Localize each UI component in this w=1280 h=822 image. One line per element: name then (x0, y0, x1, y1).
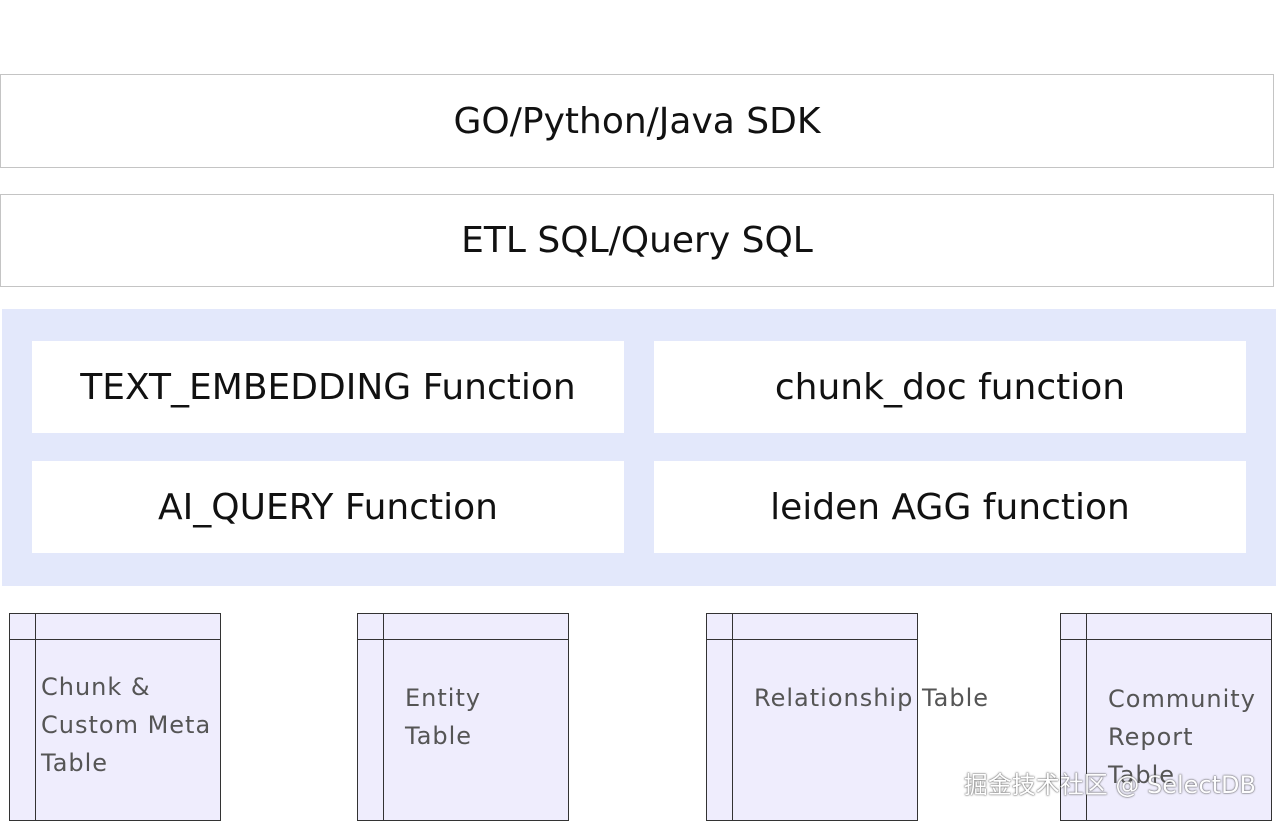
table-column-line (383, 614, 384, 820)
table-header-line (707, 639, 917, 640)
entity-table-icon: Entity Table (357, 613, 569, 821)
table-header-line (358, 639, 568, 640)
table-header-line (10, 639, 220, 640)
sdk-layer-label: GO/Python/Java SDK (453, 100, 821, 142)
sql-layer-box: ETL SQL/Query SQL (0, 194, 1274, 287)
sql-layer-label: ETL SQL/Query SQL (461, 220, 813, 261)
table-column-line (35, 614, 36, 820)
entity-table-label: Entity Table (405, 684, 482, 750)
ai-query-function-label: AI_QUERY Function (158, 486, 498, 528)
ai-query-function-box: AI_QUERY Function (32, 461, 624, 553)
chunk-doc-function-box: chunk_doc function (654, 341, 1246, 433)
table-column-line (1086, 614, 1087, 820)
leiden-agg-function-box: leiden AGG function (654, 461, 1246, 553)
leiden-agg-function-label: leiden AGG function (770, 486, 1130, 528)
chunk-table-label: Chunk & Custom Meta Table (41, 673, 212, 777)
community-report-table-icon: Community Report Table (1060, 613, 1272, 821)
functions-panel: TEXT_EMBEDDING Function chunk_doc functi… (2, 309, 1276, 586)
table-header-line (1061, 639, 1271, 640)
watermark-text: 掘金技术社区 @ SelectDB (963, 771, 1256, 799)
relationship-table-icon: Relationship Table (706, 613, 990, 821)
chunk-doc-function-label: chunk_doc function (774, 366, 1126, 408)
text-embedding-function-box: TEXT_EMBEDDING Function (32, 341, 624, 433)
sdk-layer-box: GO/Python/Java SDK (0, 74, 1274, 168)
text-embedding-function-label: TEXT_EMBEDDING Function (80, 366, 576, 408)
chunk-table-icon: Chunk & Custom Meta Table (9, 613, 221, 821)
relationship-table-label: Relationship Table (754, 684, 990, 712)
table-column-line (732, 614, 733, 820)
community-report-table-label: Community Report Table (1108, 685, 1256, 789)
